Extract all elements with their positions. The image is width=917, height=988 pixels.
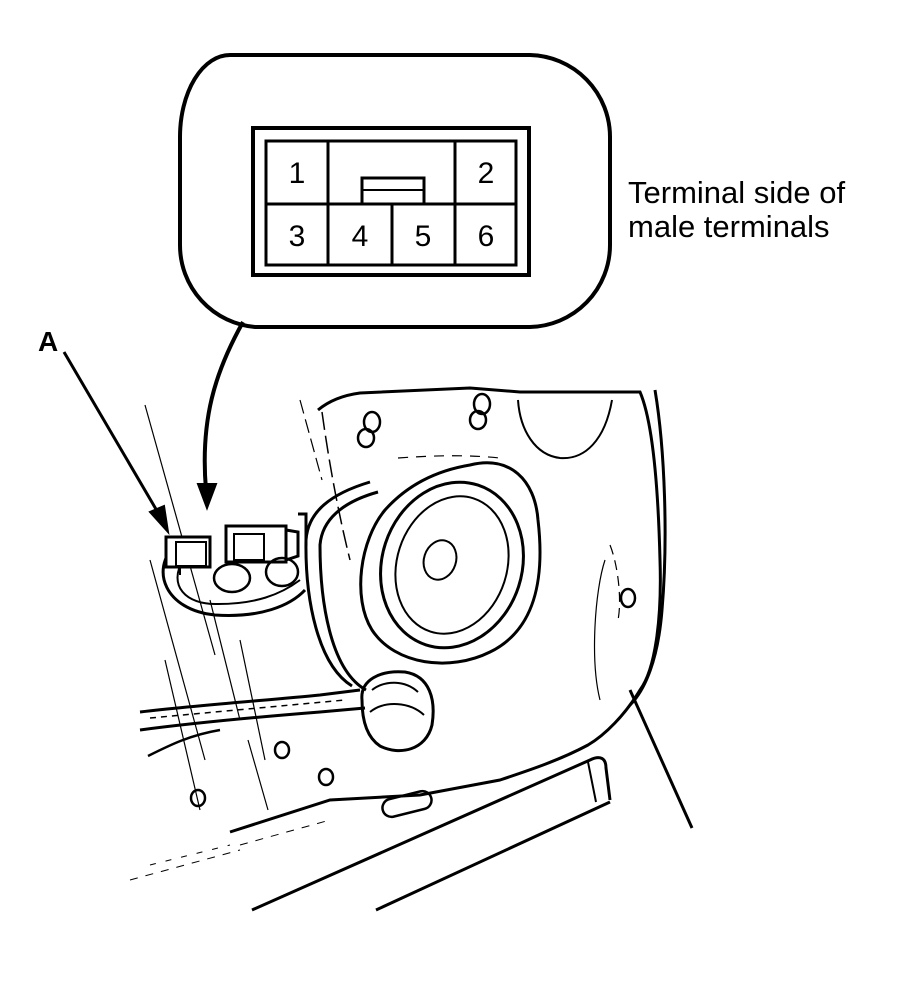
speaker-mount — [359, 461, 542, 665]
speaker — [359, 461, 542, 665]
connector-callout: 1 2 3 4 5 6 — [177, 53, 612, 511]
harness-grommet — [360, 670, 435, 753]
wiring-harness — [139, 480, 435, 758]
connector-a — [164, 535, 212, 575]
mounting-holes-near-connectors — [212, 556, 300, 594]
callout-arrow-line — [202, 321, 245, 491]
label-a: A — [38, 326, 59, 357]
callout-bubble — [177, 53, 612, 329]
connector-outer-frame — [251, 126, 531, 277]
door-sill — [129, 756, 612, 912]
panel-outline — [229, 386, 662, 834]
panel-slot — [381, 789, 433, 819]
speaker-rim — [379, 480, 525, 650]
pin-6: 6 — [478, 220, 495, 253]
pin-1: 1 — [289, 157, 306, 190]
caption-line-1: Terminal side of — [628, 175, 846, 210]
panel-holes — [189, 392, 637, 808]
connector-face: 1 2 3 4 5 6 — [251, 126, 531, 277]
pin-3: 3 — [289, 220, 306, 253]
pin-2: 2 — [478, 157, 495, 190]
callout-arrow-head — [196, 483, 218, 511]
upper-recess — [517, 399, 613, 460]
door-panel — [144, 386, 694, 834]
label-a-leader — [62, 351, 170, 536]
door-outer-edge — [628, 389, 667, 707]
speaker-dust-cap — [422, 539, 458, 581]
pin-4: 4 — [352, 220, 369, 253]
caption-line-2: male terminals — [628, 209, 830, 244]
speaker-cone — [394, 495, 510, 635]
pin-5: 5 — [415, 220, 432, 253]
speaker-connector — [224, 512, 308, 564]
